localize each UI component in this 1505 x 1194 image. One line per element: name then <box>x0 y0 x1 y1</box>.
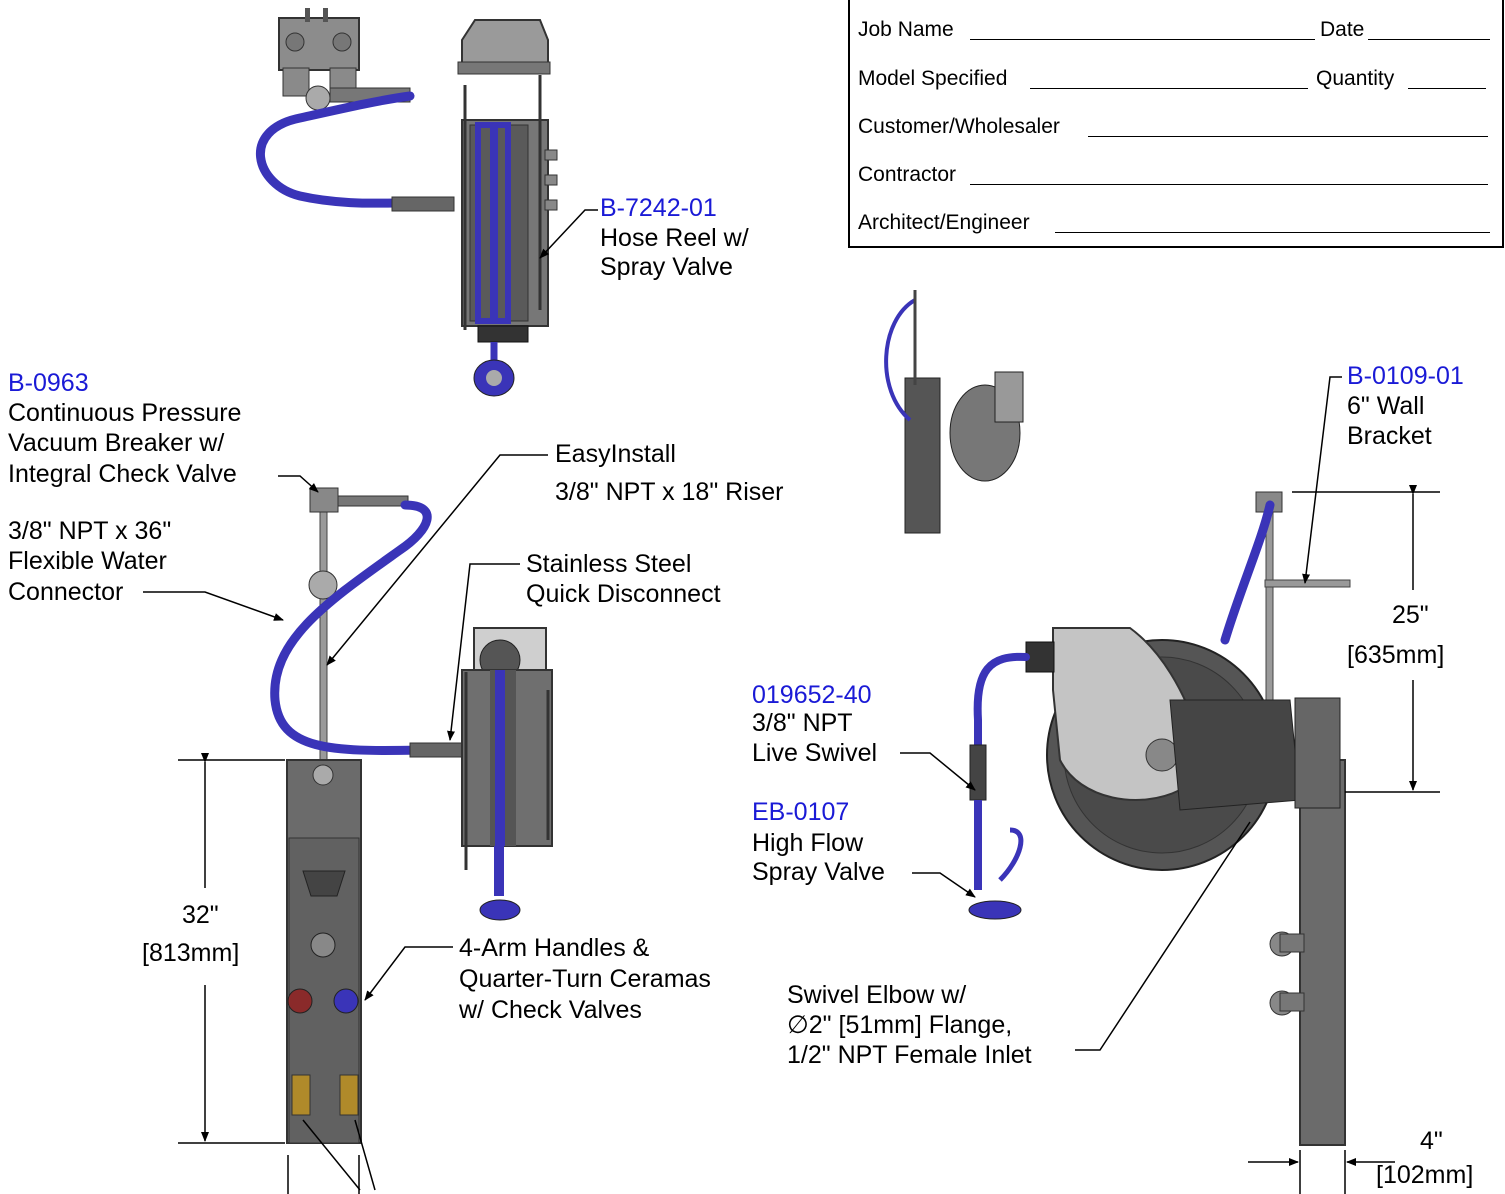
front-view <box>270 487 553 1144</box>
live-swivel-label-1: 3/8" NPT <box>752 709 853 737</box>
date-field[interactable] <box>1368 39 1490 40</box>
vacuum-breaker-label-1: Continuous Pressure <box>8 399 242 427</box>
wall-bracket-label-2: Bracket <box>1347 422 1432 450</box>
connector-label-3: Connector <box>8 578 124 606</box>
live-swivel-label-2: Live Swivel <box>752 739 878 767</box>
quick-disconnect-label-2: Quick Disconnect <box>526 580 721 608</box>
customer-field[interactable] <box>1088 136 1488 137</box>
hose-reel-label-2: Spray Valve <box>600 253 733 281</box>
vacuum-breaker-label-2: Vacuum Breaker w/ <box>8 429 225 457</box>
top-view <box>255 8 558 397</box>
handles-label-3: w/ Check Valves <box>459 996 642 1024</box>
architect-field[interactable] <box>1055 232 1490 233</box>
leader-lines <box>143 209 1342 1191</box>
quick-disconnect-label-1: Stainless Steel <box>526 550 692 578</box>
contractor-label: Contractor <box>858 163 957 186</box>
riser-dimension-mm: [635mm] <box>1347 641 1445 669</box>
handles-label-1: 4-Arm Handles & <box>459 934 650 962</box>
easyinstall-label-2: 3/8" NPT x 18" Riser <box>555 478 784 506</box>
handles-label-2: Quarter-Turn Ceramas <box>459 965 711 993</box>
job-name-label: Job Name <box>858 18 954 41</box>
swivel-elbow-label-1: Swivel Elbow w/ <box>787 981 967 1009</box>
spray-valve-label-1: High Flow <box>752 829 864 857</box>
side-view <box>968 491 1351 1146</box>
height-dimension-mm: [813mm] <box>142 939 240 967</box>
riser-dimension-inch: 25" <box>1392 601 1429 629</box>
vacuum-breaker-label-3: Integral Check Valve <box>8 460 237 488</box>
wall-bracket-label-1: 6" Wall <box>1347 392 1425 420</box>
isometric-view <box>884 290 1024 534</box>
model-specified-field[interactable] <box>1030 88 1308 89</box>
swivel-elbow-label-2: ∅2" [51mm] Flange, <box>787 1011 1013 1039</box>
customer-label: Customer/Wholesaler <box>858 115 1060 138</box>
height-dimension-inch: 32" <box>182 901 219 929</box>
spray-valve-part-number: EB-0107 <box>752 798 850 826</box>
job-name-field[interactable] <box>970 39 1315 40</box>
architect-label: Architect/Engineer <box>858 211 1030 234</box>
hose-reel-part-number: B-7242-01 <box>600 194 717 222</box>
connector-label-1: 3/8" NPT x 36" <box>8 517 172 545</box>
model-specified-label: Model Specified <box>858 67 1008 90</box>
quantity-label: Quantity <box>1316 67 1395 90</box>
hose-reel-label-1: Hose Reel w/ <box>600 224 749 252</box>
dimension-lines <box>178 485 1440 1194</box>
easyinstall-label-1: EasyInstall <box>555 440 676 468</box>
date-label: Date <box>1320 18 1365 41</box>
depth-dimension-inch: 4" <box>1420 1127 1443 1155</box>
vacuum-breaker-part-number: B-0963 <box>8 369 89 397</box>
quantity-field[interactable] <box>1408 88 1486 89</box>
spray-valve-label-2: Spray Valve <box>752 858 885 886</box>
swivel-elbow-label-3: 1/2" NPT Female Inlet <box>787 1041 1032 1069</box>
depth-dimension-mm: [102mm] <box>1376 1161 1474 1189</box>
connector-label-2: Flexible Water <box>8 547 167 575</box>
contractor-field[interactable] <box>970 184 1488 185</box>
wall-bracket-part-number: B-0109-01 <box>1347 362 1464 390</box>
live-swivel-part-number: 019652-40 <box>752 681 872 709</box>
specification-form: Job Name Date Model Specified Quantity C… <box>848 0 1504 248</box>
